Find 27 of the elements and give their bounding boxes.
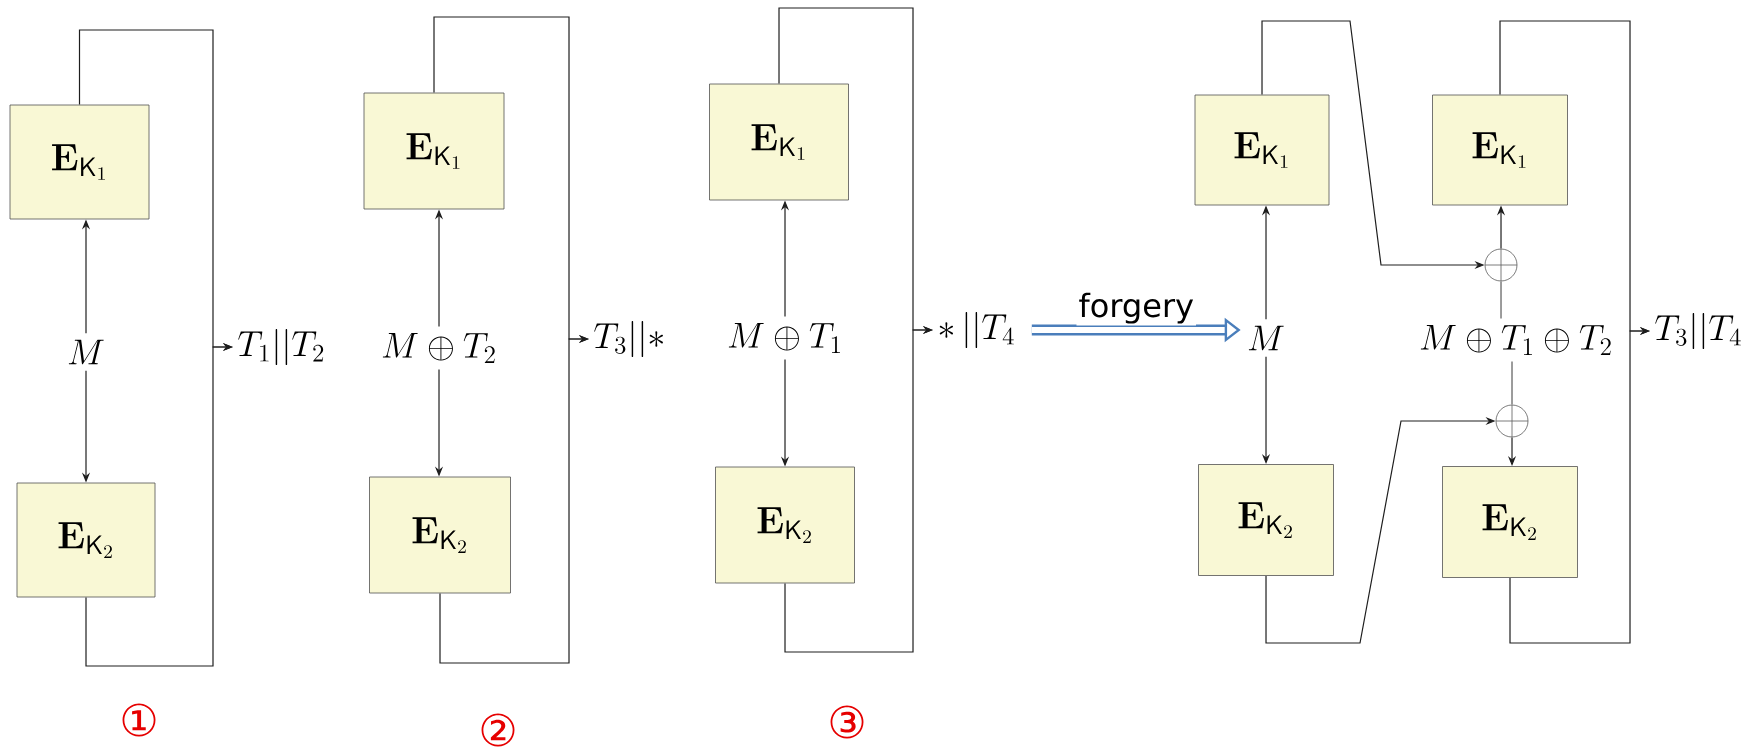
edge-label: forgery	[1076, 290, 1196, 326]
output-label: $\ast\, ||T_4$	[939, 312, 1014, 348]
cipher-box: $\mathbf{E}_{\mathsf{K}_2}$	[715, 466, 855, 584]
output-label: $T_3|| \ast$	[594, 321, 663, 357]
input-label: $M \oplus T_1$	[728, 323, 840, 353]
connector-line	[1500, 280, 1502, 320]
input-label: $M \oplus T_1 \oplus T_2$	[1420, 325, 1611, 355]
step-number: ③	[830, 705, 864, 739]
input-label: $M \oplus T_2$	[382, 333, 495, 363]
xor-symbol	[1495, 404, 1529, 438]
step-number: ①	[122, 703, 156, 737]
cipher-box: $\mathbf{E}_{\mathsf{K}_1}$	[1432, 94, 1568, 206]
cipher-box: $\mathbf{E}_{\mathsf{K}_1}$	[709, 83, 849, 201]
cipher-box: $\mathbf{E}_{\mathsf{K}_2}$	[1198, 464, 1334, 576]
cipher-box: $\mathbf{E}_{\mathsf{K}_2}$	[369, 476, 511, 594]
cipher-box: $\mathbf{E}_{\mathsf{K}_1}$	[9, 104, 150, 220]
cipher-box: $\mathbf{E}_{\mathsf{K}_1}$	[1194, 94, 1330, 206]
output-label: $T_1||T_2$	[238, 329, 324, 365]
input-label: $M$	[68, 339, 104, 365]
output-label: $T_3||T_4$	[1655, 313, 1741, 349]
step-number: ②	[481, 713, 515, 747]
cipher-box: $\mathbf{E}_{\mathsf{K}_2}$	[1442, 466, 1578, 578]
cipher-box: $\mathbf{E}_{\mathsf{K}_2}$	[16, 482, 156, 598]
connector-line	[1511, 360, 1513, 406]
input-label: $M$	[1248, 325, 1284, 351]
xor-symbol	[1484, 248, 1518, 282]
cipher-box: $\mathbf{E}_{\mathsf{K}_1}$	[363, 92, 505, 210]
